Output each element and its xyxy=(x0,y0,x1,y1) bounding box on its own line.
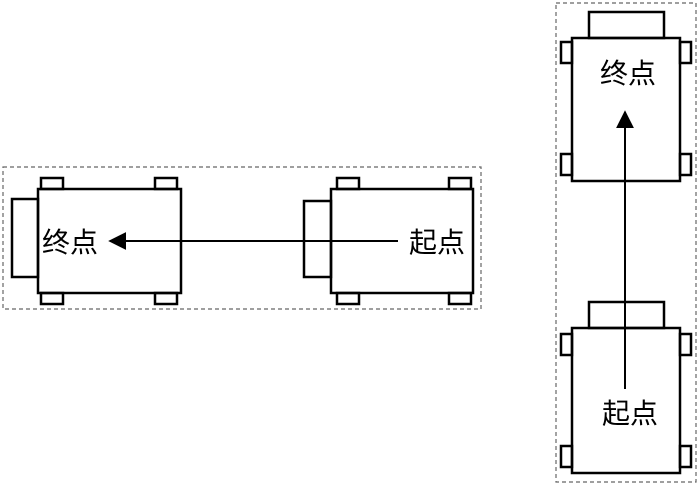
horizontal-end-label: 终点 xyxy=(42,226,98,259)
horizontal-start-label: 起点 xyxy=(409,226,465,259)
vehicle-horizontal-start xyxy=(302,176,475,306)
horizontal-scene: 终点 起点 xyxy=(2,166,482,310)
vehicle-horizontal-end xyxy=(10,176,183,306)
vertical-scene: 终点 起点 xyxy=(555,2,697,483)
vertical-end-label: 终点 xyxy=(600,57,656,90)
horizontal-dashed-frame xyxy=(2,166,482,310)
vertical-start-label: 起点 xyxy=(602,397,658,430)
vertical-dashed-frame xyxy=(555,2,697,483)
